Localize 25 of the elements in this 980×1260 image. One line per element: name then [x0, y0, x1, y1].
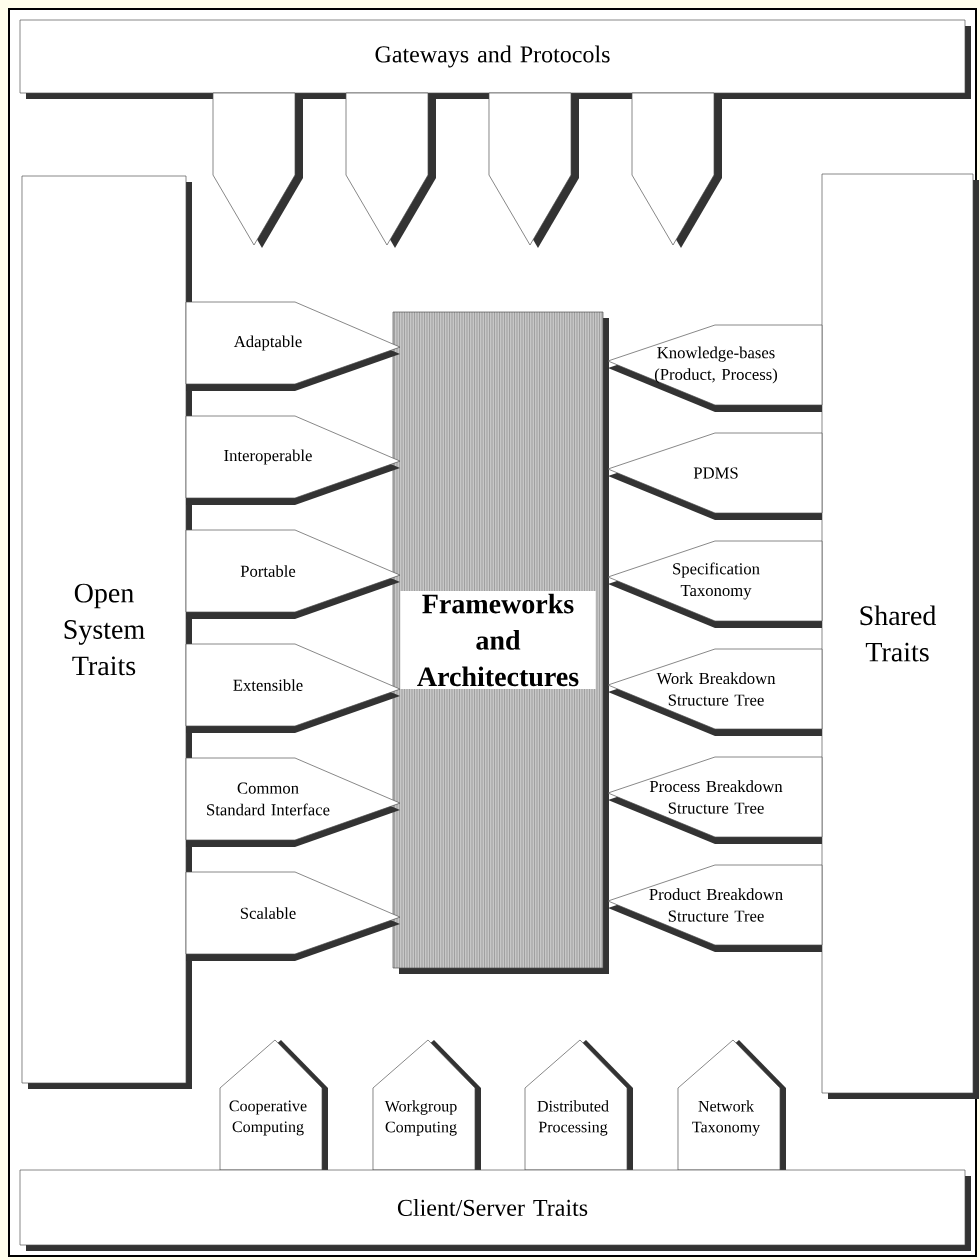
pentagon-box: Workgroup Computing — [372, 1039, 481, 1171]
tag-box: Specification Taxonomy — [607, 540, 823, 628]
tag-box: Extensible — [185, 643, 401, 733]
text-box: Shared Traits — [821, 173, 979, 1099]
pentagon-box — [488, 92, 579, 248]
pentagon-box: Network Taxonomy — [677, 1039, 786, 1171]
tag-box: Interoperable — [185, 415, 401, 505]
pentagon-box — [345, 92, 436, 248]
tag-box: Adaptable — [185, 301, 401, 391]
pentagon-box: Distributed Processing — [524, 1039, 633, 1171]
tag-box: Portable — [185, 529, 401, 619]
tag-box: Common Standard Interface — [185, 757, 401, 847]
tag-box: Work Breakdown Structure Tree — [607, 648, 823, 736]
pentagon-box — [631, 92, 722, 248]
pentagon-box: Cooperative Computing — [219, 1039, 328, 1171]
tag-box: Knowledge-bases (Product, Process) — [607, 324, 823, 412]
hatched-block: Frameworks and Architectures — [392, 311, 609, 974]
tag-box: Scalable — [185, 871, 401, 961]
text-box: Gateways and Protocols — [19, 19, 971, 99]
text-box: Open System Traits — [21, 175, 192, 1089]
tag-box: Process Breakdown Structure Tree — [607, 756, 823, 844]
text-box: Client/Server Traits — [19, 1169, 971, 1251]
tag-box: PDMS — [607, 432, 823, 520]
tag-box: Product Breakdown Structure Tree — [607, 864, 823, 952]
pentagon-box — [212, 92, 303, 248]
